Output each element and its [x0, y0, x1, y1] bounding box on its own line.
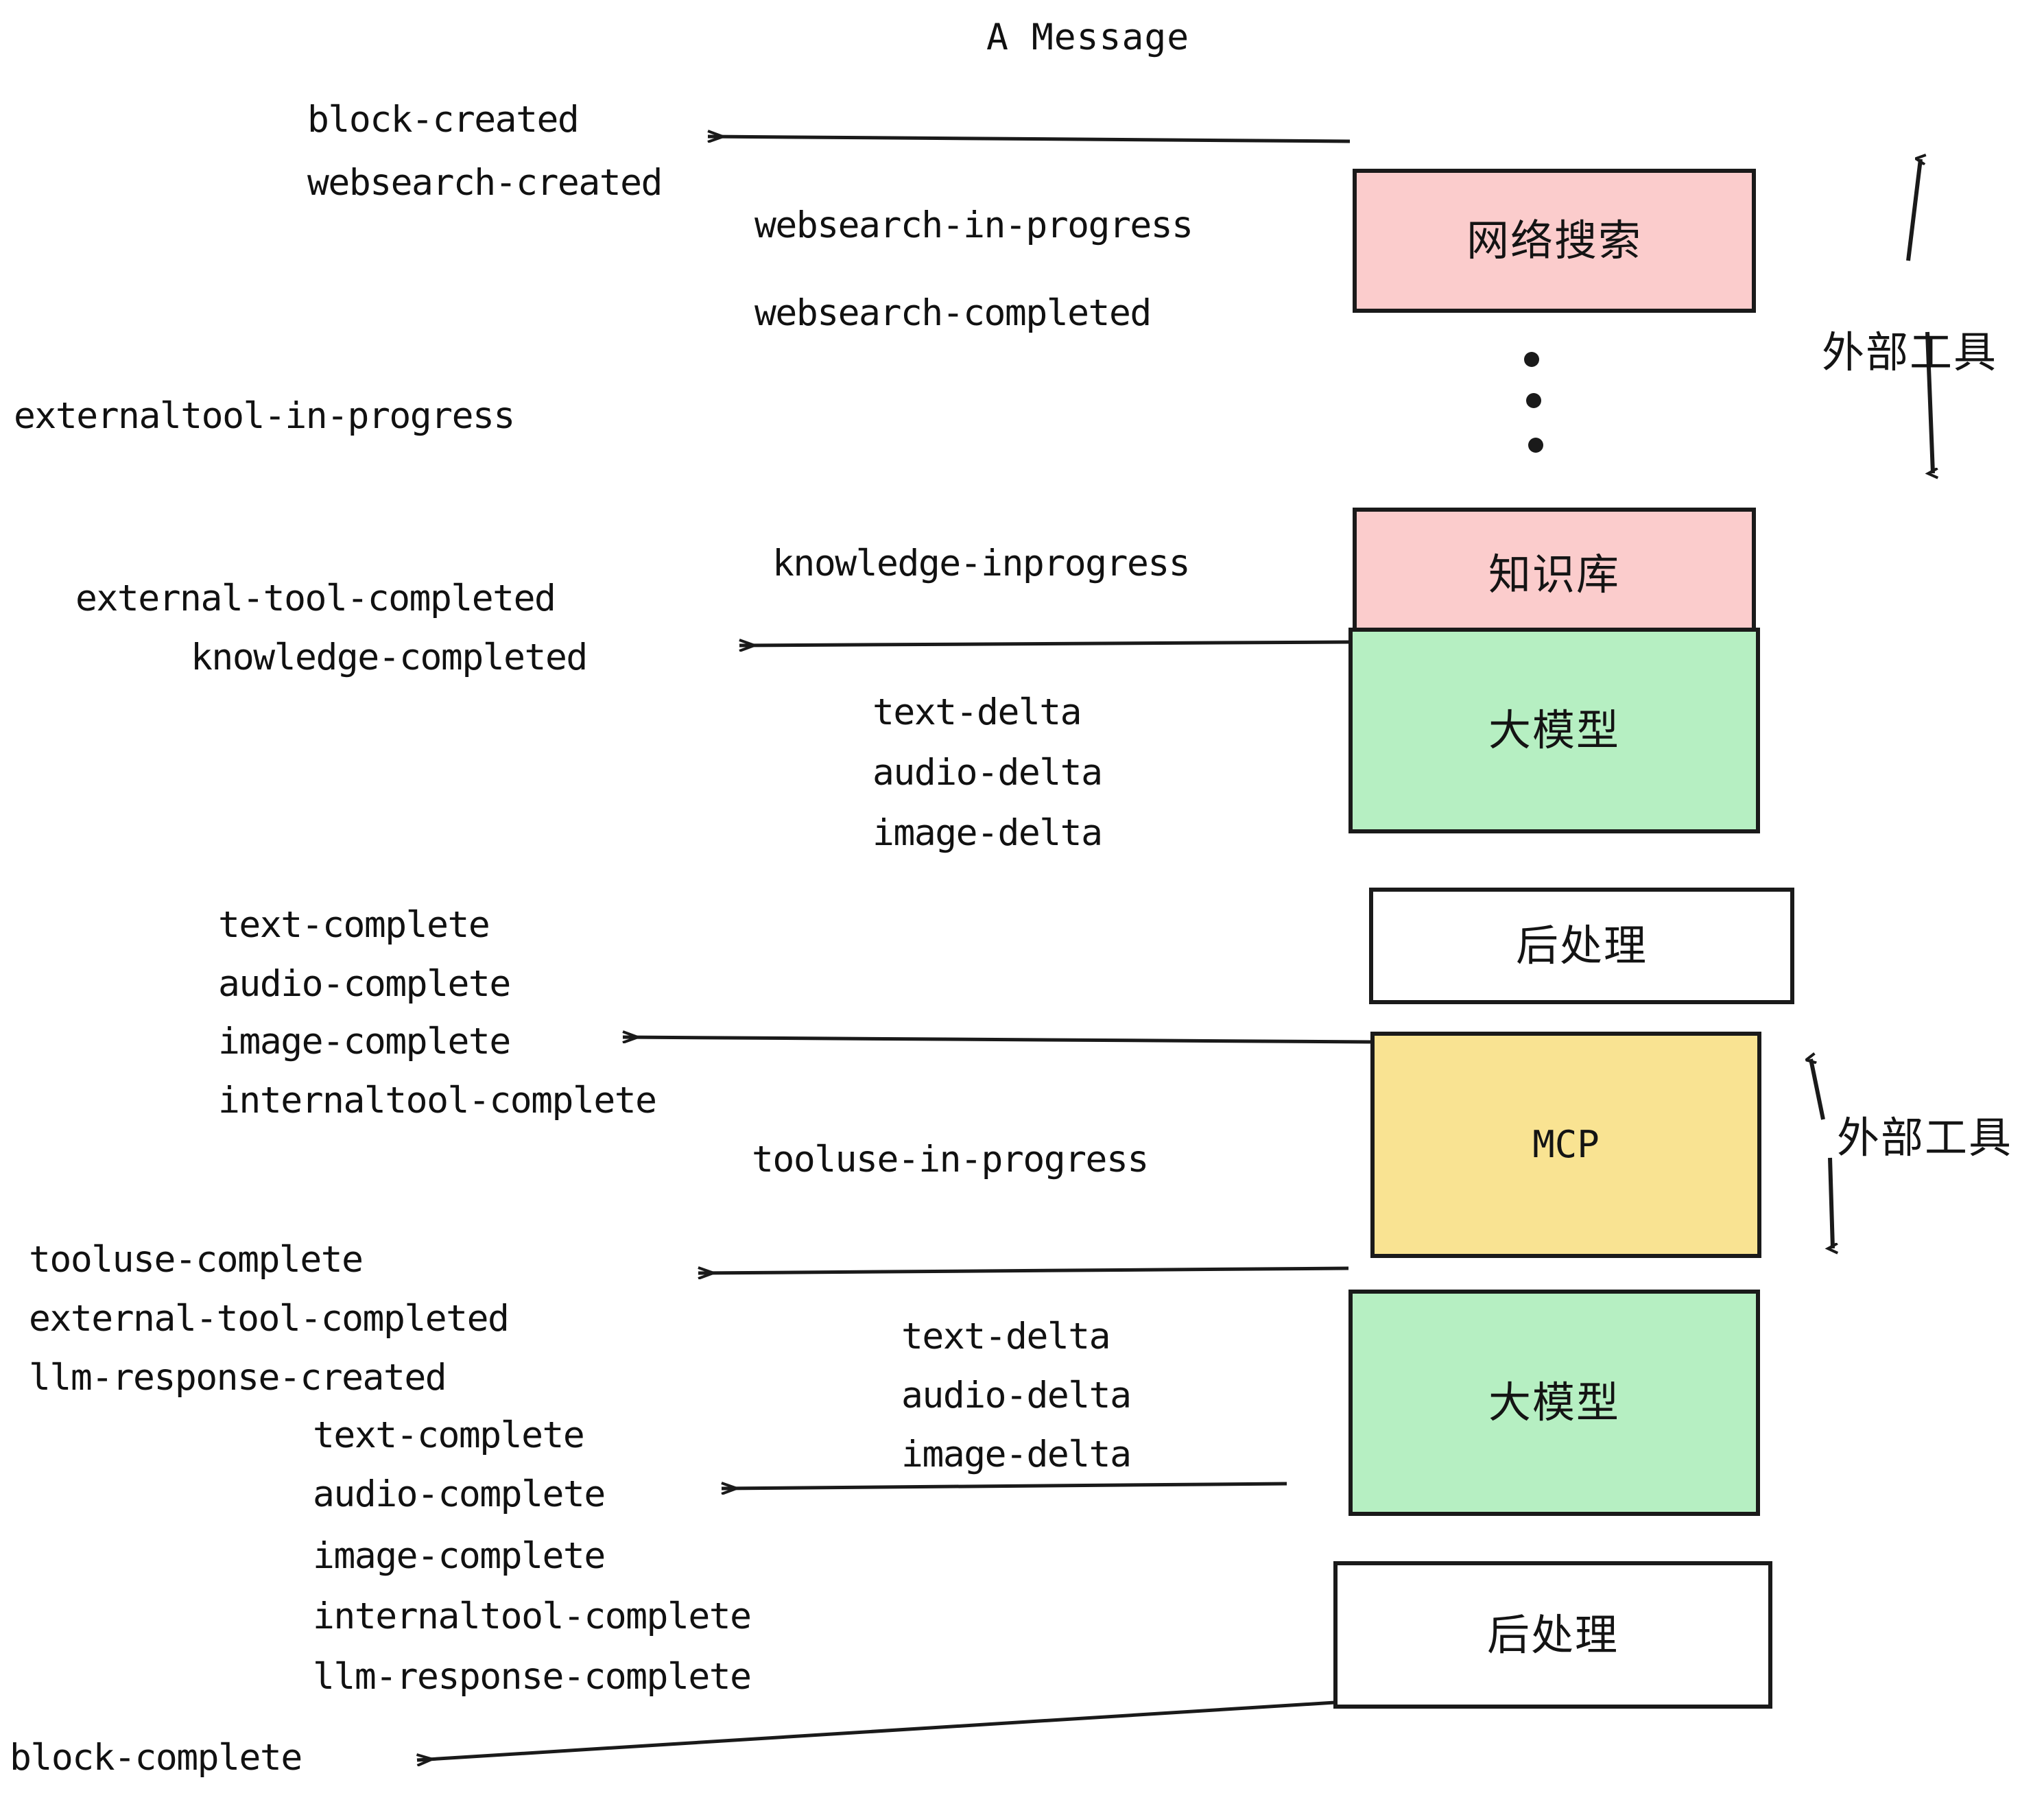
- ellipsis-dot-1: [1524, 352, 1539, 367]
- event-text-complete-2: text-complete: [313, 1414, 585, 1456]
- event-knowledge-completed: knowledge-completed: [191, 637, 588, 678]
- event-text-delta-1: text-delta: [872, 691, 1082, 733]
- node-llm-2-label: 大模型: [1488, 1377, 1620, 1427]
- event-text-delta-2: text-delta: [901, 1316, 1111, 1357]
- event-external-tool-completed-1: external-tool-completed: [75, 578, 556, 619]
- event-websearch-in-progress: websearch-in-progress: [754, 204, 1193, 246]
- external-tools-label-top: 外部工具: [1822, 327, 1998, 377]
- event-internaltool-complete-1: internaltool-complete: [218, 1080, 657, 1121]
- arrow-llm1-to-knowledge-completed: [739, 642, 1349, 645]
- node-websearch-label: 网络搜索: [1466, 215, 1642, 265]
- event-image-delta-1: image-delta: [872, 812, 1103, 854]
- event-internaltool-complete-2: internaltool-complete: [313, 1595, 752, 1637]
- event-tooluse-complete: tooluse-complete: [29, 1239, 364, 1281]
- node-mcp[interactable]: MCP: [1370, 1032, 1761, 1258]
- node-knowledge[interactable]: 知识库: [1353, 508, 1756, 641]
- arrow-postprocess-to-block-complete: [417, 1700, 1335, 1760]
- event-llm-response-complete: llm-response-complete: [313, 1656, 752, 1698]
- event-tooluse-in-progress: tooluse-in-progress: [752, 1139, 1149, 1180]
- external-tools-label-bottom: 外部工具: [1837, 1113, 2013, 1163]
- event-audio-complete-2: audio-complete: [313, 1473, 606, 1515]
- event-llm-response-created: llm-response-created: [29, 1357, 447, 1399]
- event-knowledge-inprogress: knowledge-inprogress: [772, 543, 1191, 584]
- event-block-complete: block-complete: [10, 1737, 302, 1779]
- arrow-llm2-to-audio-complete: [722, 1484, 1287, 1488]
- event-image-complete-1: image-complete: [218, 1021, 511, 1063]
- event-audio-delta-2: audio-delta: [901, 1375, 1132, 1416]
- ellipsis-dot-3: [1528, 438, 1543, 453]
- ellipsis-dot-2: [1526, 393, 1541, 408]
- arrow-external-tools-bottom-down: [1830, 1157, 1833, 1248]
- arrow-external-tools-top-up: [1906, 159, 1921, 261]
- event-external-tool-completed-2: external-tool-completed: [29, 1298, 510, 1340]
- node-postprocess-1-label: 后处理: [1515, 921, 1648, 971]
- diagram-title: A Message: [986, 16, 1190, 58]
- event-audio-delta-1: audio-delta: [872, 752, 1103, 794]
- arrow-mcp-to-image-complete: [623, 1037, 1371, 1044]
- node-postprocess-1[interactable]: 后处理: [1369, 888, 1794, 1004]
- node-llm-1[interactable]: 大模型: [1348, 628, 1760, 833]
- arrow-websearch-to-created: [708, 137, 1351, 143]
- node-websearch[interactable]: 网络搜索: [1353, 169, 1756, 313]
- node-postprocess-2[interactable]: 后处理: [1333, 1561, 1772, 1709]
- event-externaltool-in-progress: externaltool-in-progress: [14, 395, 515, 437]
- event-image-delta-2: image-delta: [901, 1434, 1132, 1475]
- arrow-external-tools-bottom-up: [1811, 1059, 1825, 1120]
- event-websearch-completed: websearch-completed: [754, 292, 1152, 334]
- event-image-complete-2: image-complete: [313, 1535, 606, 1577]
- node-llm-1-label: 大模型: [1488, 705, 1620, 755]
- event-text-complete-1: text-complete: [218, 904, 490, 946]
- node-mcp-label: MCP: [1532, 1123, 1600, 1166]
- arrow-llm2-to-tooluse-complete: [698, 1268, 1349, 1273]
- event-block-created: block-created: [307, 99, 580, 141]
- event-websearch-created: websearch-created: [307, 162, 663, 204]
- node-llm-2[interactable]: 大模型: [1348, 1290, 1760, 1516]
- node-knowledge-label: 知识库: [1488, 549, 1620, 600]
- node-postprocess-2-label: 后处理: [1486, 1609, 1619, 1660]
- event-audio-complete-1: audio-complete: [218, 963, 511, 1005]
